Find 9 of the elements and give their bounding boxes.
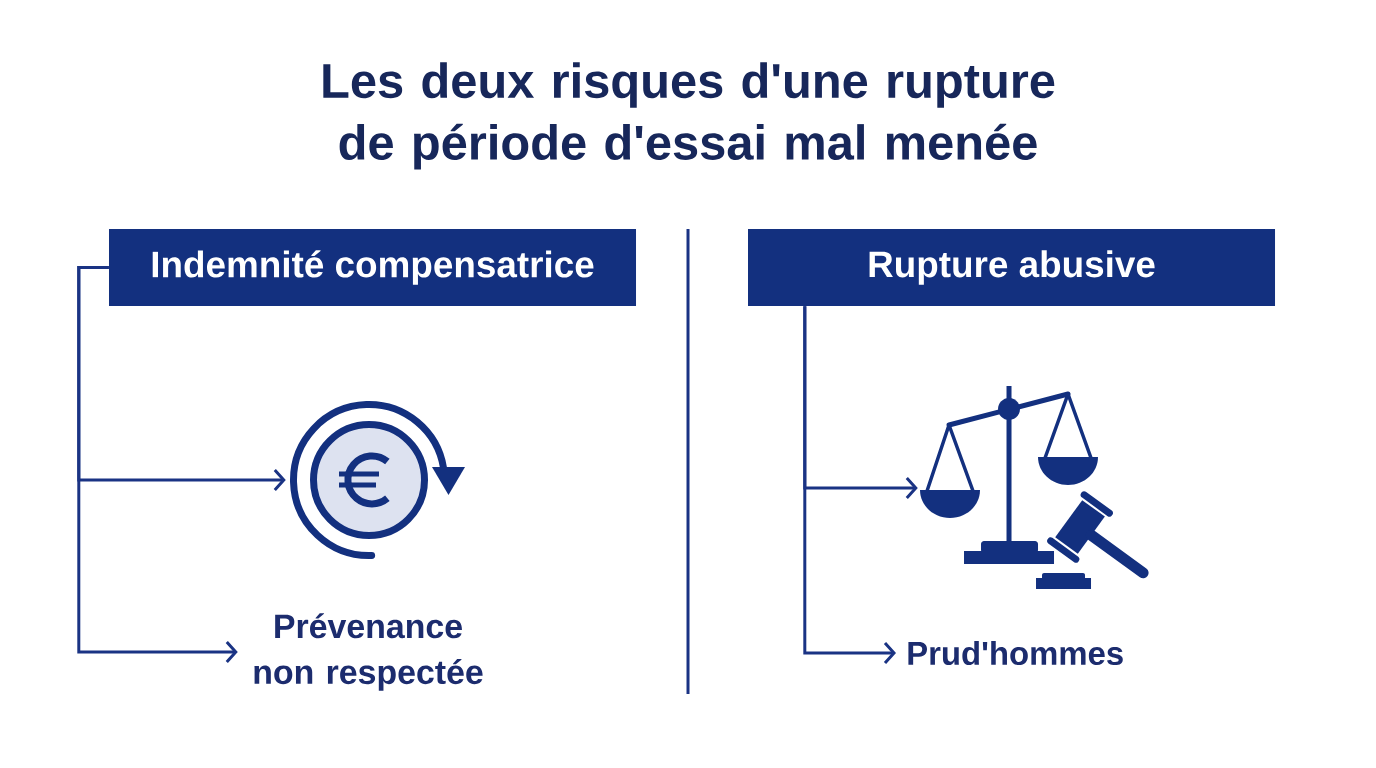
arrow [803,306,896,664]
outcome-label: Prud'hommes [908,640,1123,666]
euro-coin-icon [290,401,465,559]
outcome-label: Prévenance non respectée [254,613,483,691]
header-bar: Indemnité compensatrice [109,229,636,306]
scales-gavel-icon [920,386,1149,589]
title: Les deux risques d'une rupture de période d'essai mal menée [323,62,1055,170]
header-bar: Rupture abusive [748,229,1275,306]
arrow [77,266,238,663]
